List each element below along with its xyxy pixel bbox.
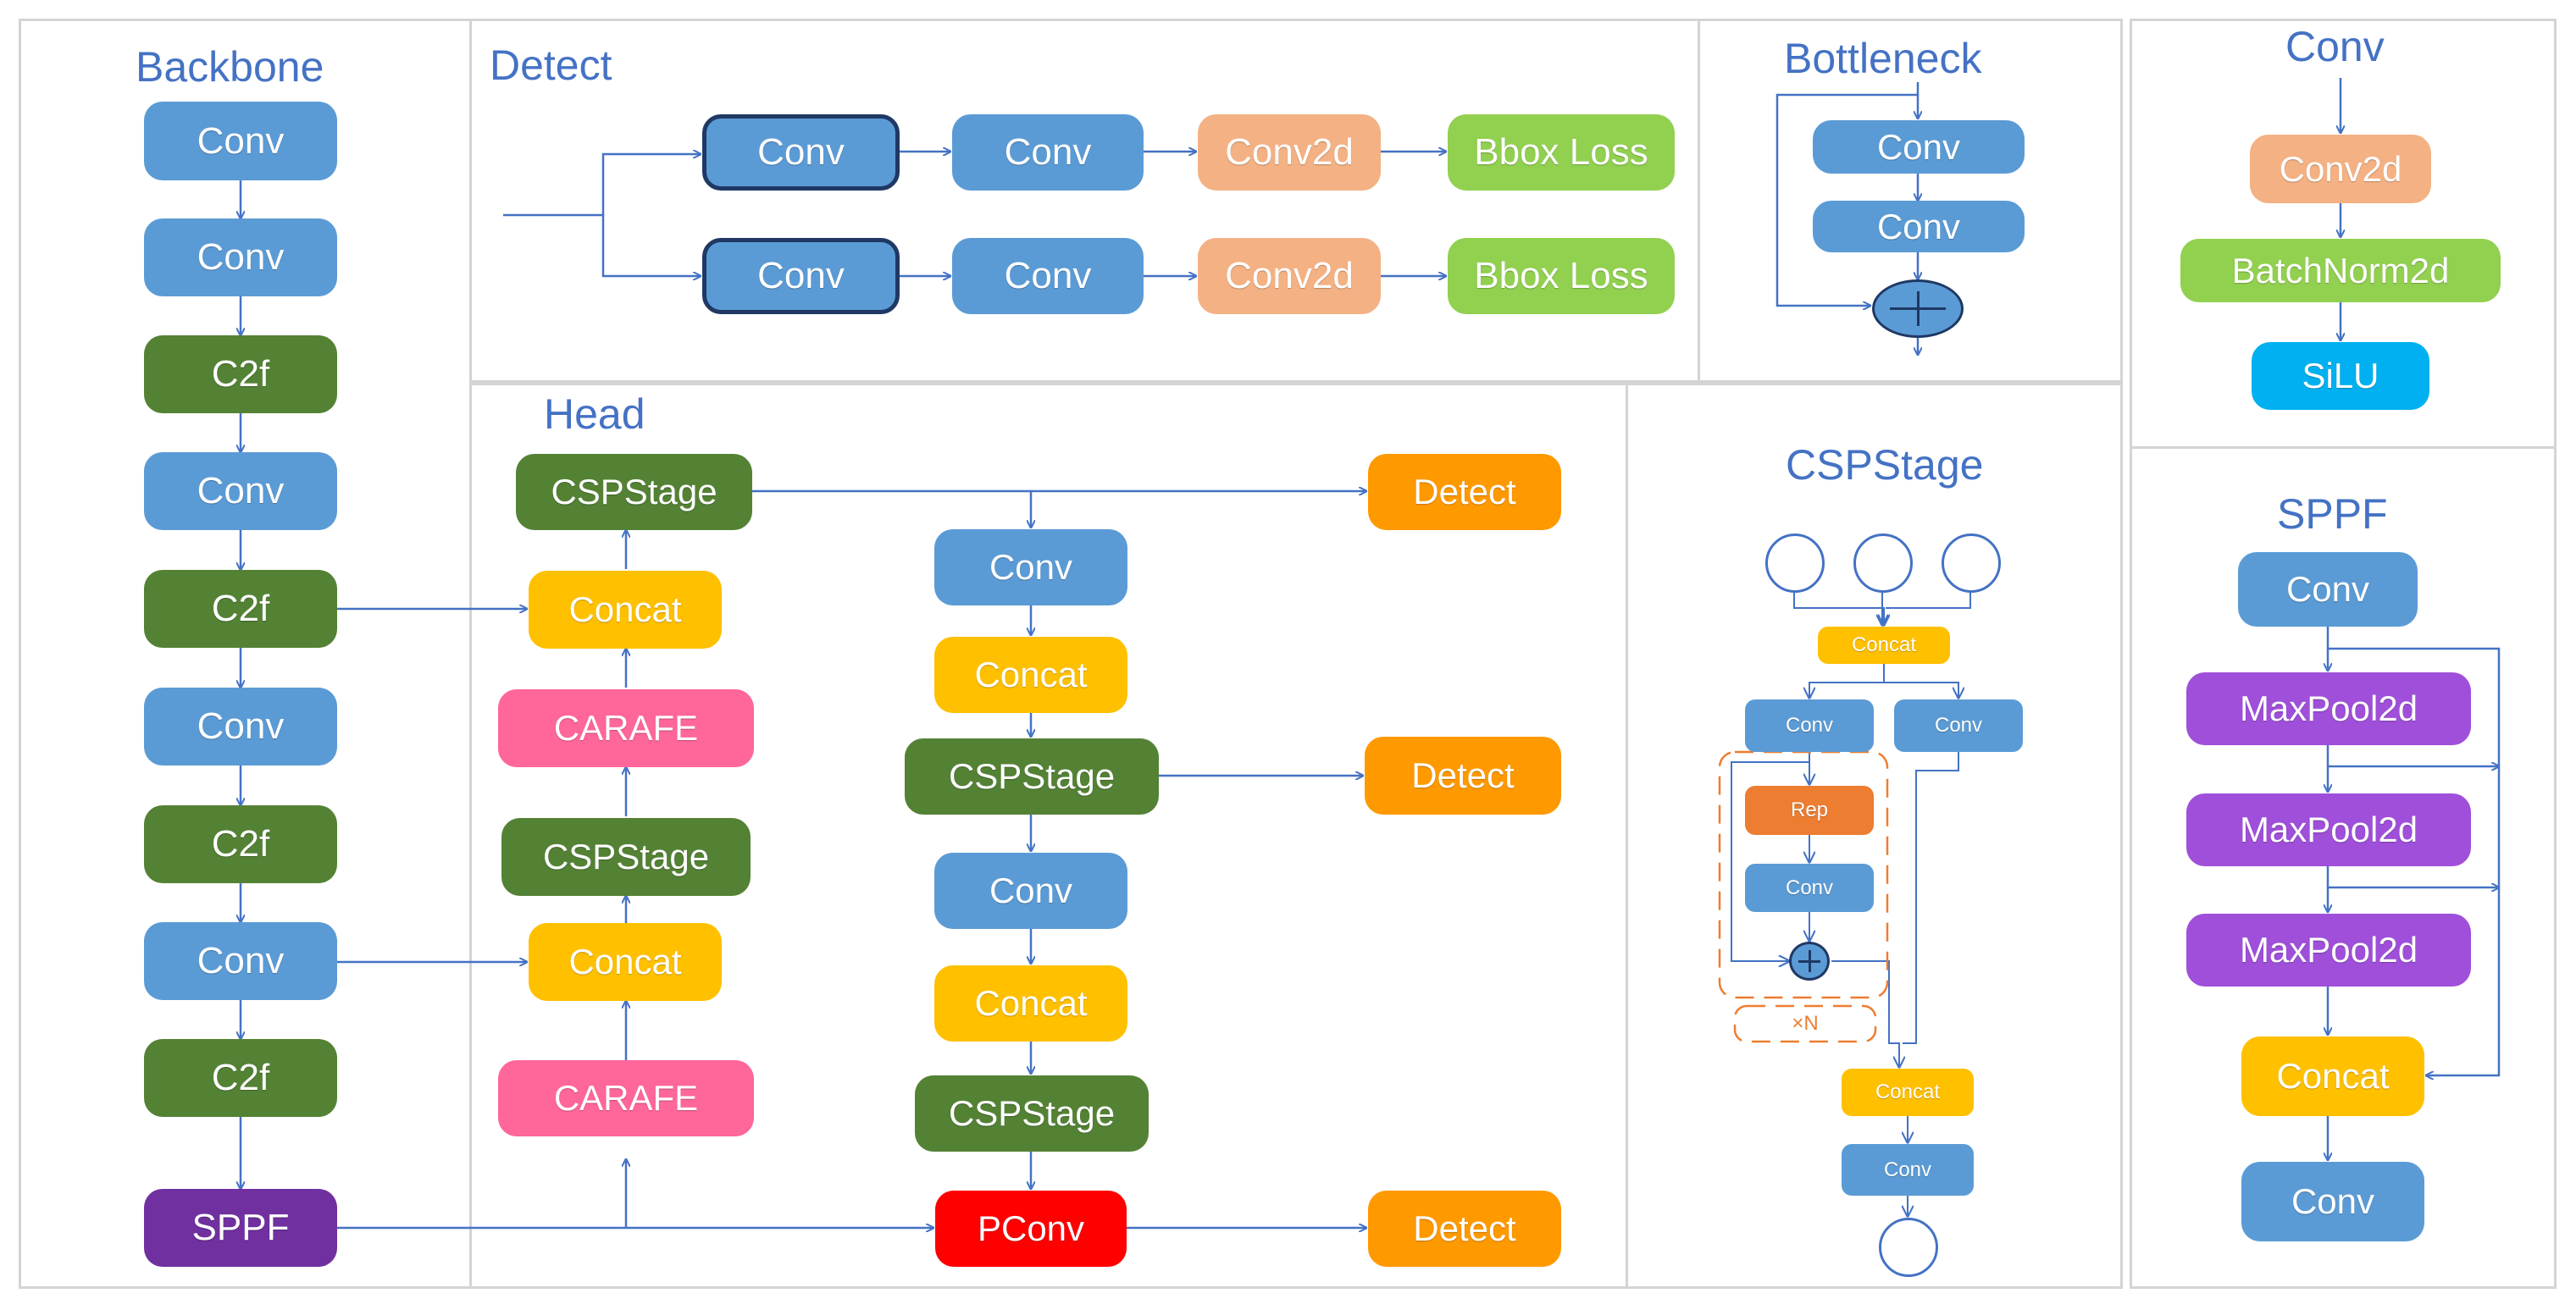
head-concat-left-2: Concat [529,923,722,1001]
bottleneck-title: Bottleneck [1784,35,1982,82]
cspstage-concat-top: Concat [1818,627,1950,664]
detect-panel [469,19,1700,383]
head-cspstage-mid-2: CSPStage [915,1075,1149,1152]
backbone-c2f-2: C2f [144,570,337,648]
backbone-conv-5: Conv [144,922,337,1000]
sppf-title: SPPF [2277,490,2388,538]
cspstage-title: CSPStage [1786,441,1984,489]
cspstage-conv-inner: Conv [1745,864,1874,912]
detect-conv2d-1: Conv2d [1198,114,1381,191]
cspstage-conv-bottom: Conv [1842,1144,1974,1196]
sppf-conv-bottom: Conv [2241,1162,2424,1241]
detect-title: Detect [490,41,612,89]
head-concat-mid-1: Concat [934,637,1127,713]
cspstage-input-2-icon [1853,533,1913,593]
head-cspstage-top: CSPStage [516,454,752,530]
backbone-c2f-4: C2f [144,1039,337,1117]
head-conv-mid-2: Conv [934,853,1127,929]
bottleneck-add-icon [1872,279,1964,338]
backbone-conv-3: Conv [144,452,337,530]
cspstage-conv-right: Conv [1894,699,2023,752]
bottleneck-conv-2: Conv [1813,201,2025,252]
backbone-sppf: SPPF [144,1189,337,1267]
cspstage-conv-left: Conv [1745,699,1874,752]
cspstage-rep: Rep [1745,786,1874,835]
cspstage-add-icon [1789,942,1830,981]
cspstage-concat-bottom: Concat [1842,1069,1974,1116]
sppf-conv-top: Conv [2238,552,2418,627]
head-concat-mid-2: Concat [934,965,1127,1042]
sppf-maxpool-1: MaxPool2d [2186,672,2471,745]
backbone-c2f-3: C2f [144,805,337,883]
detect-conv-2b: Conv [952,238,1144,314]
detect-conv-1b: Conv [952,114,1144,191]
head-title: Head [544,390,645,438]
backbone-conv-4: Conv [144,688,337,766]
cspstage-output-icon [1879,1218,1938,1277]
bottleneck-conv-1: Conv [1813,120,2025,174]
sppf-concat: Concat [2241,1036,2424,1116]
detect-bbox-loss-1: Bbox Loss [1448,114,1675,191]
conv-block-silu: SiLU [2252,342,2429,410]
conv-block-conv2d: Conv2d [2250,135,2431,203]
head-detect-3: Detect [1368,1191,1561,1267]
cspstage-input-1-icon [1765,533,1825,593]
sppf-maxpool-2: MaxPool2d [2186,793,2471,866]
head-conv-mid-1: Conv [934,529,1127,605]
sppf-maxpool-3: MaxPool2d [2186,914,2471,987]
backbone-conv-1: Conv [144,102,337,180]
backbone-conv-2: Conv [144,218,337,296]
detect-bbox-loss-2: Bbox Loss [1448,238,1675,314]
detect-conv-1a: Conv [702,114,900,191]
backbone-c2f-1: C2f [144,335,337,413]
detect-conv2d-2: Conv2d [1198,238,1381,314]
head-detect-2: Detect [1365,737,1561,815]
backbone-title: Backbone [136,43,324,91]
conv-block-title: Conv [2285,23,2385,70]
head-detect-1: Detect [1368,454,1561,530]
head-carafe-1: CARAFE [498,689,754,767]
conv-block-batchnorm: BatchNorm2d [2180,239,2501,302]
head-concat-left-1: Concat [529,571,722,649]
detect-conv-2a: Conv [702,238,900,314]
head-cspstage-left: CSPStage [501,818,751,896]
head-carafe-2: CARAFE [498,1060,754,1136]
head-cspstage-mid-1: CSPStage [905,738,1159,815]
head-pconv: PConv [935,1191,1127,1267]
cspstage-input-3-icon [1942,533,2001,593]
cspstage-repeat-label: ×N [1792,1012,1819,1035]
